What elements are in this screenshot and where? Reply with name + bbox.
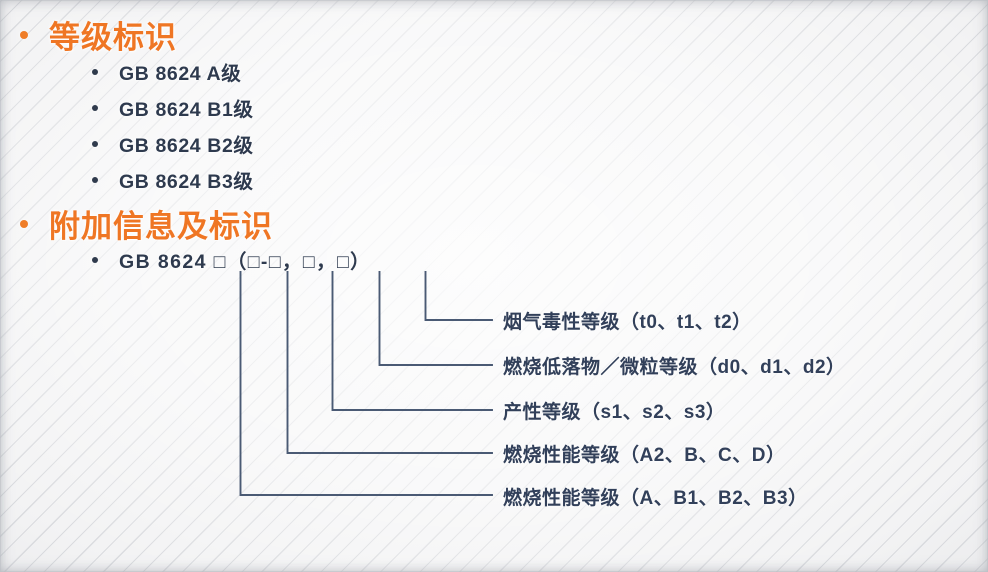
section-heading-additional-info: 附加信息及标识 <box>20 201 273 246</box>
list-item-label: GB 8624 A级 <box>119 63 242 85</box>
legend-label-combustion-grade-main: 燃烧性能等级（A、B1、B2、B3） <box>503 488 808 509</box>
legend-label-smoke-toxicity: 烟气毒性等级（t0、t1、t2） <box>503 312 752 333</box>
list-bullet-icon <box>92 104 98 111</box>
leader-line-smoke-production <box>331 271 493 411</box>
section-heading-text: 等级标识 <box>49 20 177 55</box>
legend-label-droplets: 燃烧低落物／微粒等级（d0、d1、d2） <box>503 357 846 378</box>
heading-bullet-icon <box>20 219 28 228</box>
list-item-label: GB 8624 B2级 <box>119 135 254 157</box>
list-item-label: GB 8624 B3级 <box>119 171 254 193</box>
list-item: GB 8624 B3级 <box>92 165 254 194</box>
list-item: GB 8624 B1级 <box>92 93 254 122</box>
leader-line-combustion-grade-main <box>239 271 493 496</box>
legend-label-combustion-grade-sub: 燃烧性能等级（A2、B、C、D） <box>503 445 786 466</box>
designation-formula: GB 8624 □（□-□，□，□） <box>92 245 371 274</box>
list-bullet-icon <box>92 176 98 183</box>
list-item: GB 8624 B2级 <box>92 129 254 158</box>
list-bullet-icon <box>92 256 98 263</box>
list-bullet-icon <box>92 140 98 147</box>
heading-bullet-icon <box>20 30 28 39</box>
list-item: GB 8624 A级 <box>92 57 241 86</box>
legend-label-smoke-production: 产性等级（s1、s2、s3） <box>503 402 726 423</box>
designation-formula-text: GB 8624 □（□-□，□，□） <box>119 251 372 273</box>
leader-line-droplets <box>378 271 493 366</box>
list-bullet-icon <box>92 68 98 75</box>
section-heading-grade-mark: 等级标识 <box>20 12 177 57</box>
section-heading-text: 附加信息及标识 <box>49 209 273 244</box>
leader-line-combustion-grade-sub <box>286 271 493 454</box>
leader-line-smoke-toxicity <box>424 271 493 321</box>
list-item-label: GB 8624 B1级 <box>119 99 254 121</box>
